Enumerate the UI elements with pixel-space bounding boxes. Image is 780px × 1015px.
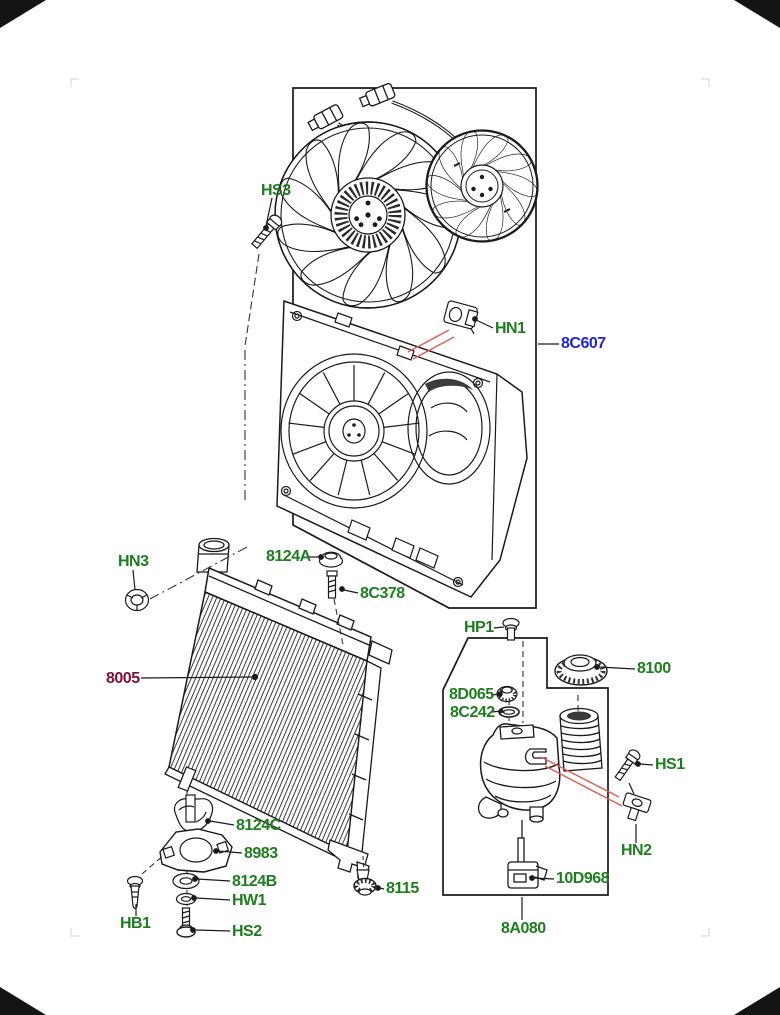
drain-plug-8115 [353,869,377,896]
screw-hs2 [176,907,196,938]
part-label-8c607: 8C607 [561,335,606,352]
frame-corner-marks [70,78,710,937]
part-label-8c242: 8C242 [450,704,495,721]
part-label-8115: 8115 [386,880,419,897]
bracket-8983 [159,828,233,873]
part-label-8124b: 8124B [232,873,277,890]
pin-hp1 [502,617,520,641]
part-label-hs3: HS3 [261,182,291,199]
push-pin-hb1 [126,875,144,909]
cooling-fan-small [423,129,541,243]
part-label-8124a: 8124A [266,548,311,565]
cooling-fan-large [273,118,466,313]
pressure-cap-8100 [554,654,608,686]
connector-plug-left [307,104,344,132]
shroud-spokes [288,365,420,496]
part-label-8005: 8005 [106,670,140,687]
part-label-8983: 8983 [244,845,278,862]
part-label-hn2: HN2 [621,842,652,859]
fan-shroud-drawing [276,299,528,598]
part-label-hn3: HN3 [118,553,149,570]
red-locator-lines [407,329,623,807]
clip-hn2 [622,792,652,822]
part-label-hb1: HB1 [120,915,151,932]
bolt-hs1 [614,749,641,782]
part-label-hs1: HS1 [655,756,685,773]
fan-motor-assembly-drawing [273,82,541,313]
part-label-hw1: HW1 [232,892,267,909]
shroud-motor-recess [407,371,491,485]
washer-8124b [172,872,200,890]
cap-8124a [318,551,344,568]
bolt-hs3 [250,214,283,250]
part-label-8c378: 8C378 [360,585,405,602]
part-label-8100: 8100 [637,660,671,677]
expansion-tank-drawing [477,707,603,889]
part-label-8a080: 8A080 [501,920,546,937]
shroud-bosses [280,310,484,588]
part-label-10d968: 10D968 [556,870,610,887]
insulator-8124c [174,794,214,833]
radiator-drawing [164,537,393,881]
part-label-hs2: HS2 [232,923,262,940]
part-label-8124c: 8124C [236,817,281,834]
part-label-hp1: HP1 [464,619,494,636]
leader-lines [132,197,654,933]
connector-plug-right [358,82,396,108]
bolt-8c378 [326,570,338,599]
clip-hn1 [443,300,479,335]
part-label-8d065: 8D065 [449,686,494,703]
part-label-hn1: HN1 [495,320,526,337]
grommet-hn3 [124,588,150,612]
